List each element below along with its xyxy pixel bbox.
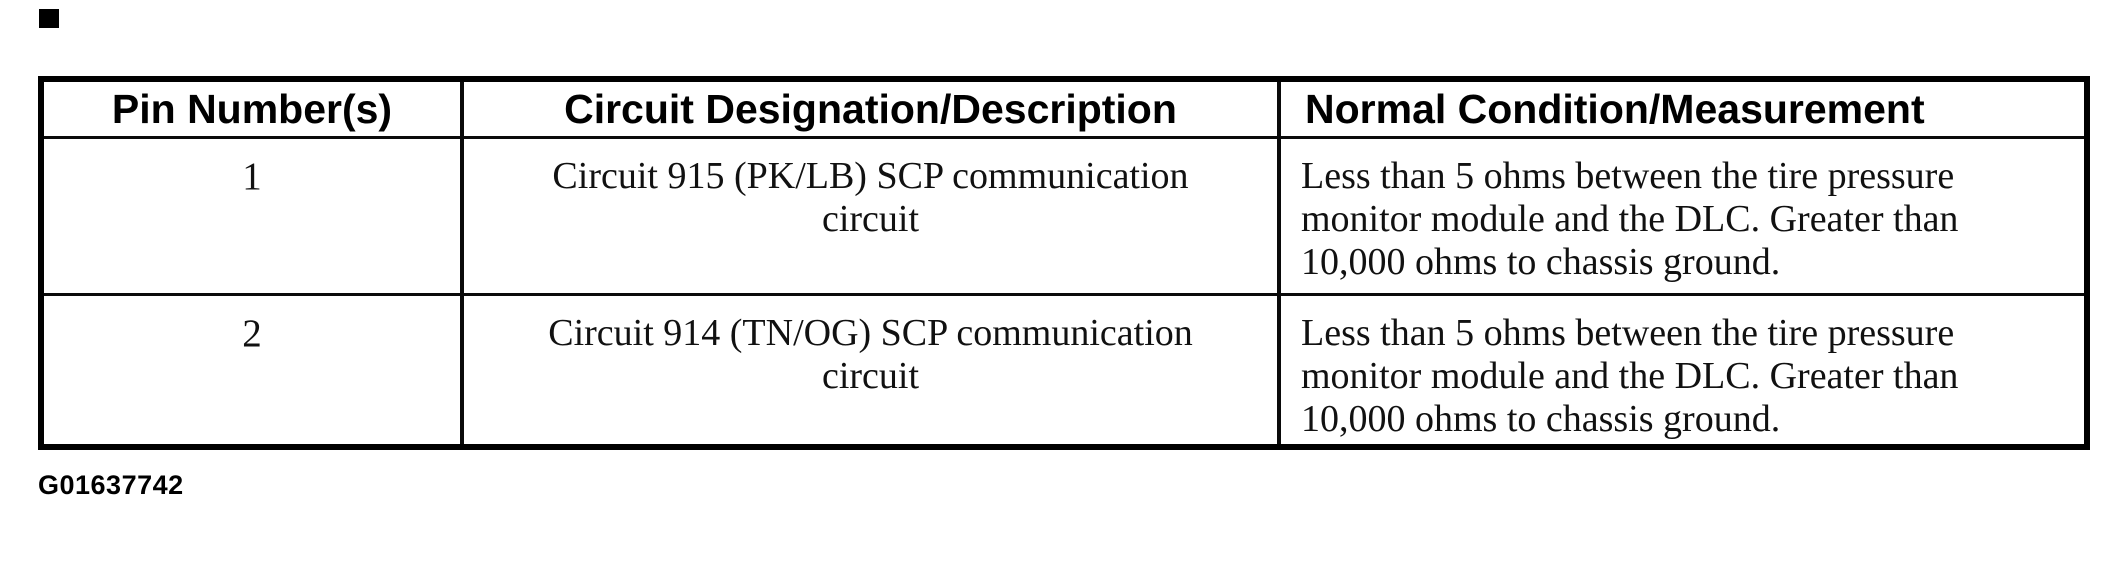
column-header-circuit-designation: Circuit Designation/Description	[464, 82, 1281, 136]
cell-pin-number-2: 2	[44, 296, 464, 444]
cell-normal-condition-1: Less than 5 ohms between the tire pressu…	[1301, 155, 1959, 283]
pin-spec-table: Pin Number(s) Circuit Designation/Descri…	[38, 76, 2090, 450]
cell-circuit-description-2-text: Circuit 914 (TN/OG) SCP communication ci…	[548, 312, 1193, 397]
column-header-pin-numbers-label: Pin Number(s)	[111, 85, 393, 132]
column-header-normal-condition: Normal Condition/Measurement	[1281, 82, 2084, 136]
table-row-pin-1: 1 Circuit 915 (PK/LB) SCP communication …	[44, 139, 2084, 296]
scan-artifact-mark	[39, 9, 59, 28]
cell-normal-condition-2: Less than 5 ohms between the tire pressu…	[1301, 312, 1959, 440]
figure-id-label: G01637742	[38, 470, 184, 500]
cell-pin-number-1: 1	[44, 139, 464, 293]
cell-circuit-description-1: Circuit 915 (PK/LB) SCP communication ci…	[464, 139, 1281, 293]
column-header-circuit-designation-label: Circuit Designation/Description	[564, 85, 1177, 132]
column-header-normal-condition-label: Normal Condition/Measurement	[1305, 85, 1925, 132]
table-header-row: Pin Number(s) Circuit Designation/Descri…	[44, 82, 2084, 139]
cell-circuit-description-2: Circuit 914 (TN/OG) SCP communication ci…	[464, 296, 1281, 444]
column-header-pin-numbers: Pin Number(s)	[44, 82, 464, 136]
cell-circuit-description-1-text: Circuit 915 (PK/LB) SCP communication ci…	[552, 155, 1189, 240]
table-row-pin-2: 2 Circuit 914 (TN/OG) SCP communication …	[44, 296, 2084, 444]
